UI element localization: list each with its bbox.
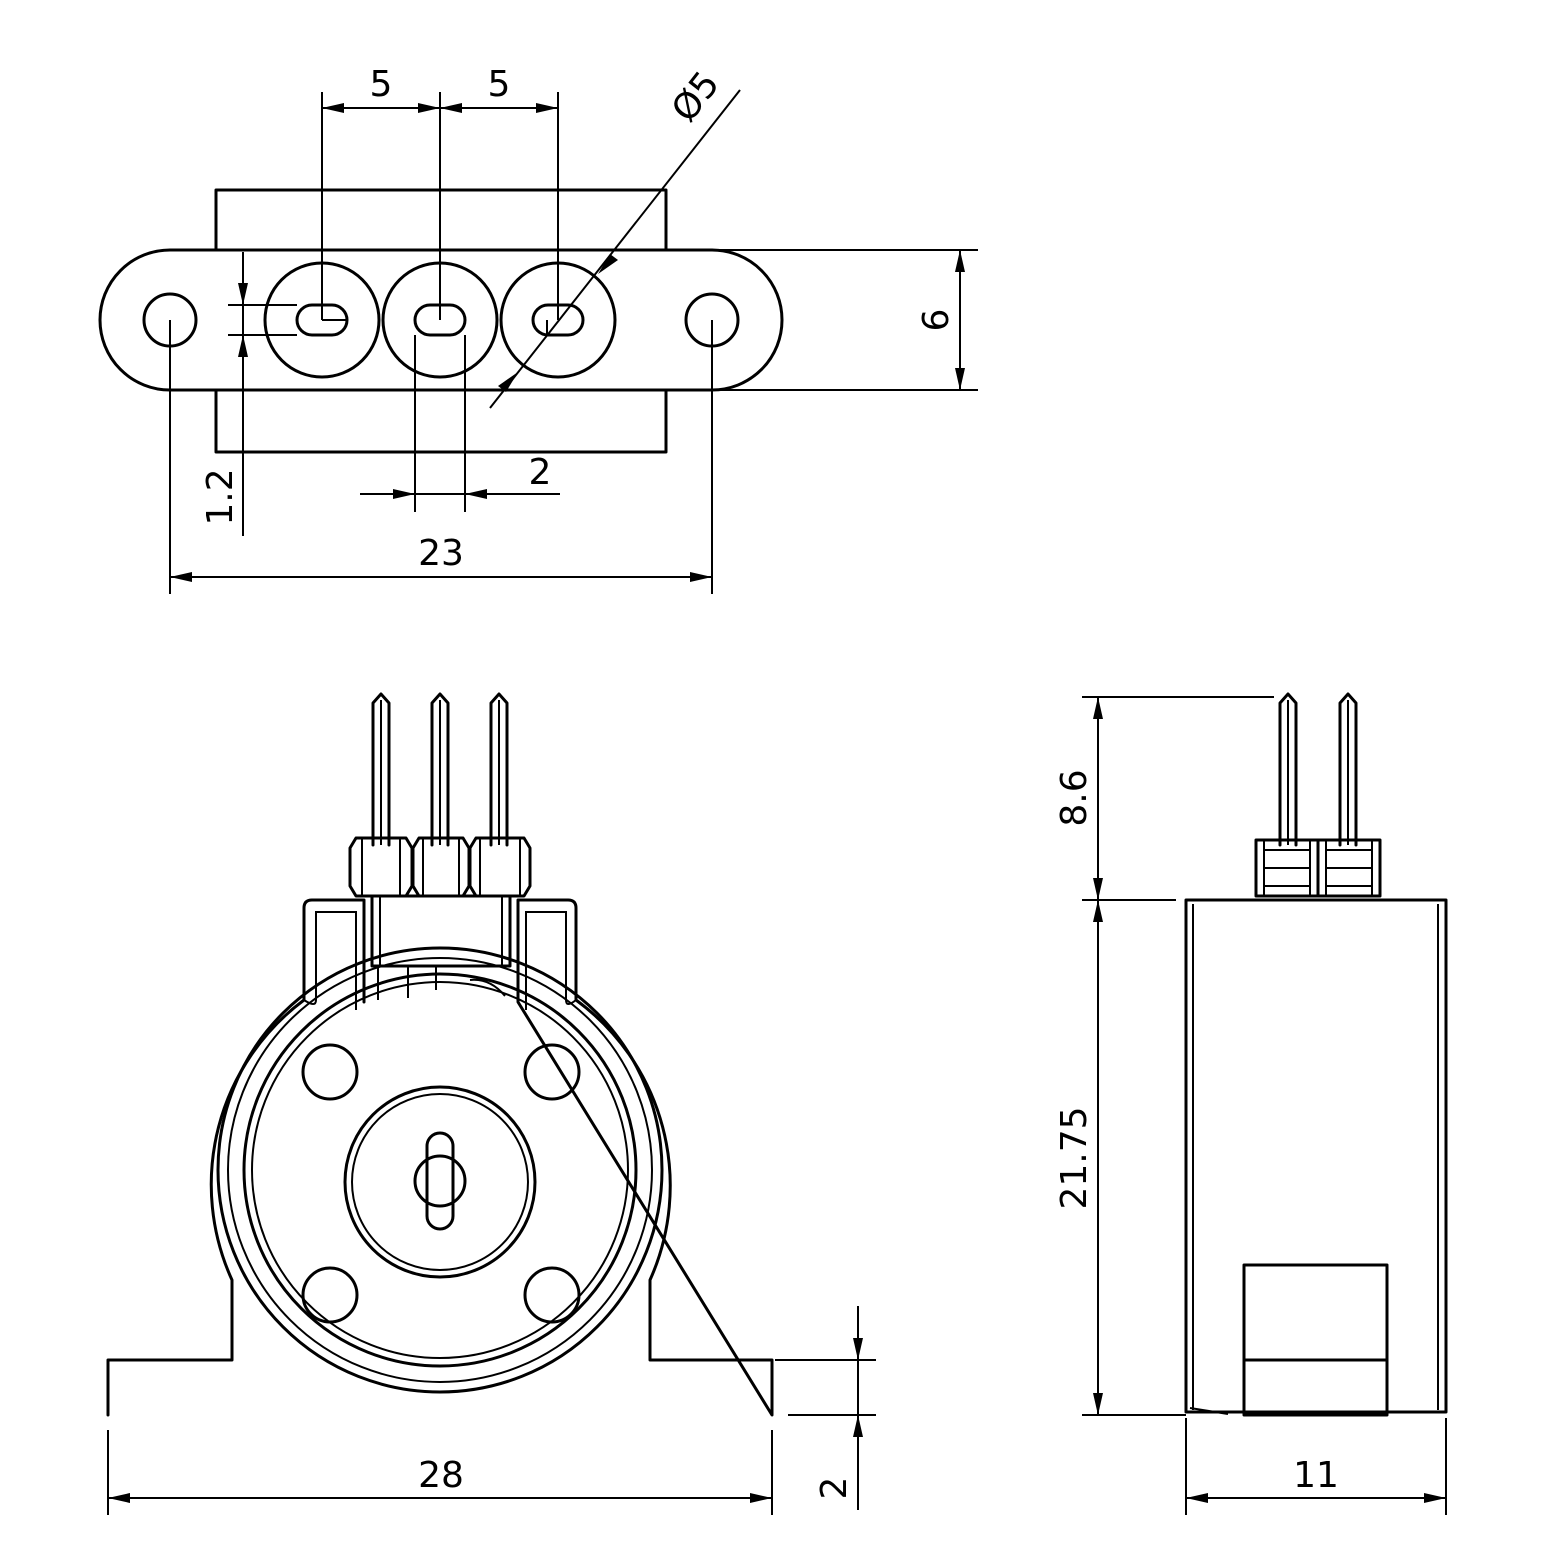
dim-mount-spacing: 23 [418,533,464,574]
bolt-hole-top-right [523,1043,581,1101]
bolt-hole-bottom-left [301,1266,359,1324]
front-pins [371,692,509,847]
side-view: 8.6 21.75 11 [1054,692,1448,1515]
side-foot [1242,1263,1389,1417]
dim-diameter: Ø5 [664,64,728,130]
dim-body-depth: 11 [1293,1455,1339,1496]
front-shaft-boss [343,1085,537,1279]
dim-pitch-right: 5 [488,64,511,105]
top-view: 5 5 Ø5 6 1.2 2 23 [98,64,978,594]
bolt-hole-bottom-right [523,1266,581,1324]
front-flange-disc [242,972,638,1368]
dim-base-thickness: 2 [814,1477,855,1500]
front-view: 28 2 [106,692,876,1515]
dim-pin-length: 8.6 [1054,769,1095,826]
dim-pin-width: 2 [529,452,552,493]
dim-body-height: 21.75 [1054,1106,1095,1209]
dim-pitch-left: 5 [370,64,393,105]
dim-slot-height: 1.2 [200,468,241,525]
front-hex-nuts [348,836,532,898]
dim-flange-height: 6 [916,309,957,332]
side-body [1184,898,1448,1414]
dim-base-width: 28 [418,1455,464,1496]
bolt-hole-top-left [301,1043,359,1101]
